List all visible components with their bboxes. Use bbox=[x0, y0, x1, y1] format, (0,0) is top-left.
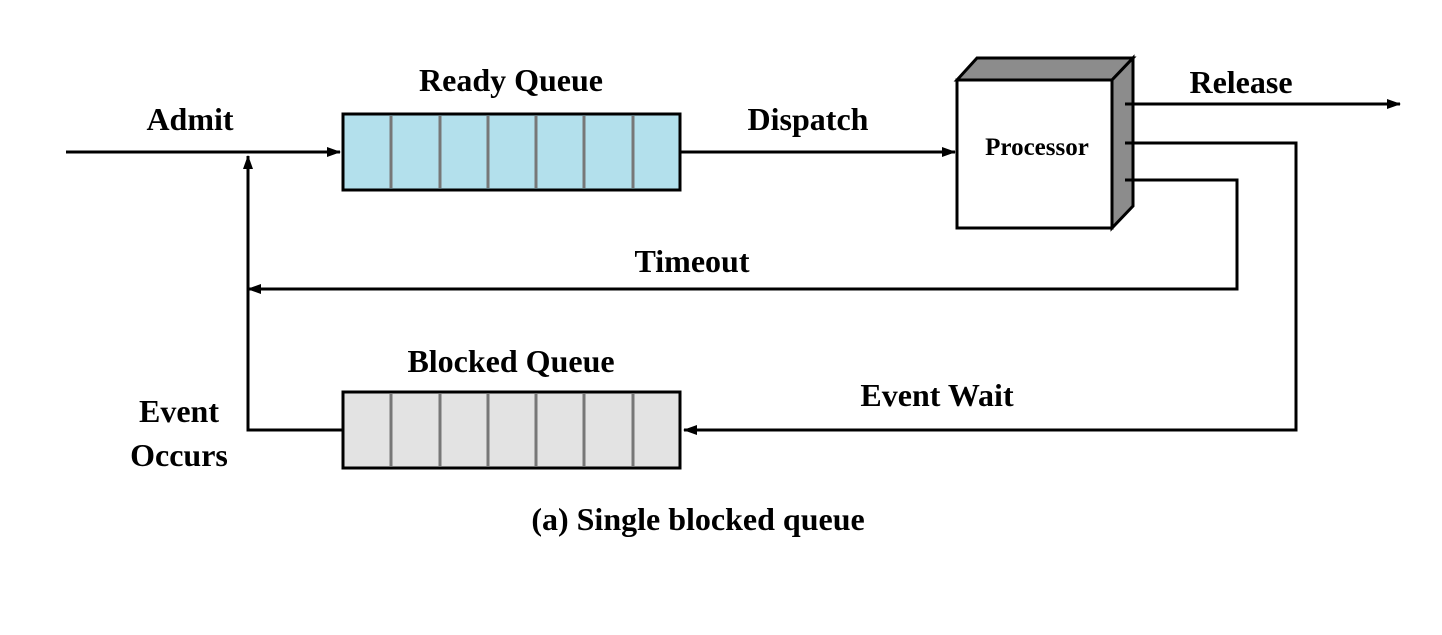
blocked-queue-box bbox=[341, 390, 682, 470]
timeout-label: Timeout bbox=[635, 243, 750, 279]
event-wait-path bbox=[683, 141, 1298, 435]
processor-label: Processor bbox=[985, 134, 1089, 161]
ready-queue-box bbox=[341, 112, 682, 192]
release-label: Release bbox=[1189, 64, 1292, 100]
processor-top-face bbox=[953, 56, 1137, 82]
blocked-queue bbox=[341, 390, 682, 470]
processor-box bbox=[953, 54, 1137, 232]
event-wait-label: Event Wait bbox=[860, 377, 1014, 413]
blocked-queue-slots bbox=[389, 394, 635, 466]
event-occurs-path bbox=[243, 155, 343, 432]
event-occurs-label-line2: Occurs bbox=[130, 437, 228, 473]
event-occurs-label-line1: Event bbox=[139, 393, 219, 429]
ready-queue-label: Ready Queue bbox=[419, 62, 603, 98]
ready-queue-slots bbox=[389, 116, 635, 188]
dispatch-label: Dispatch bbox=[748, 101, 869, 137]
ready-queue bbox=[341, 112, 682, 192]
timeout-path bbox=[247, 178, 1239, 294]
processor-front-face bbox=[955, 78, 1114, 230]
admit-label: Admit bbox=[146, 101, 233, 137]
blocked-queue-label: Blocked Queue bbox=[407, 343, 614, 379]
figure-caption: (a) Single blocked queue bbox=[531, 501, 864, 537]
